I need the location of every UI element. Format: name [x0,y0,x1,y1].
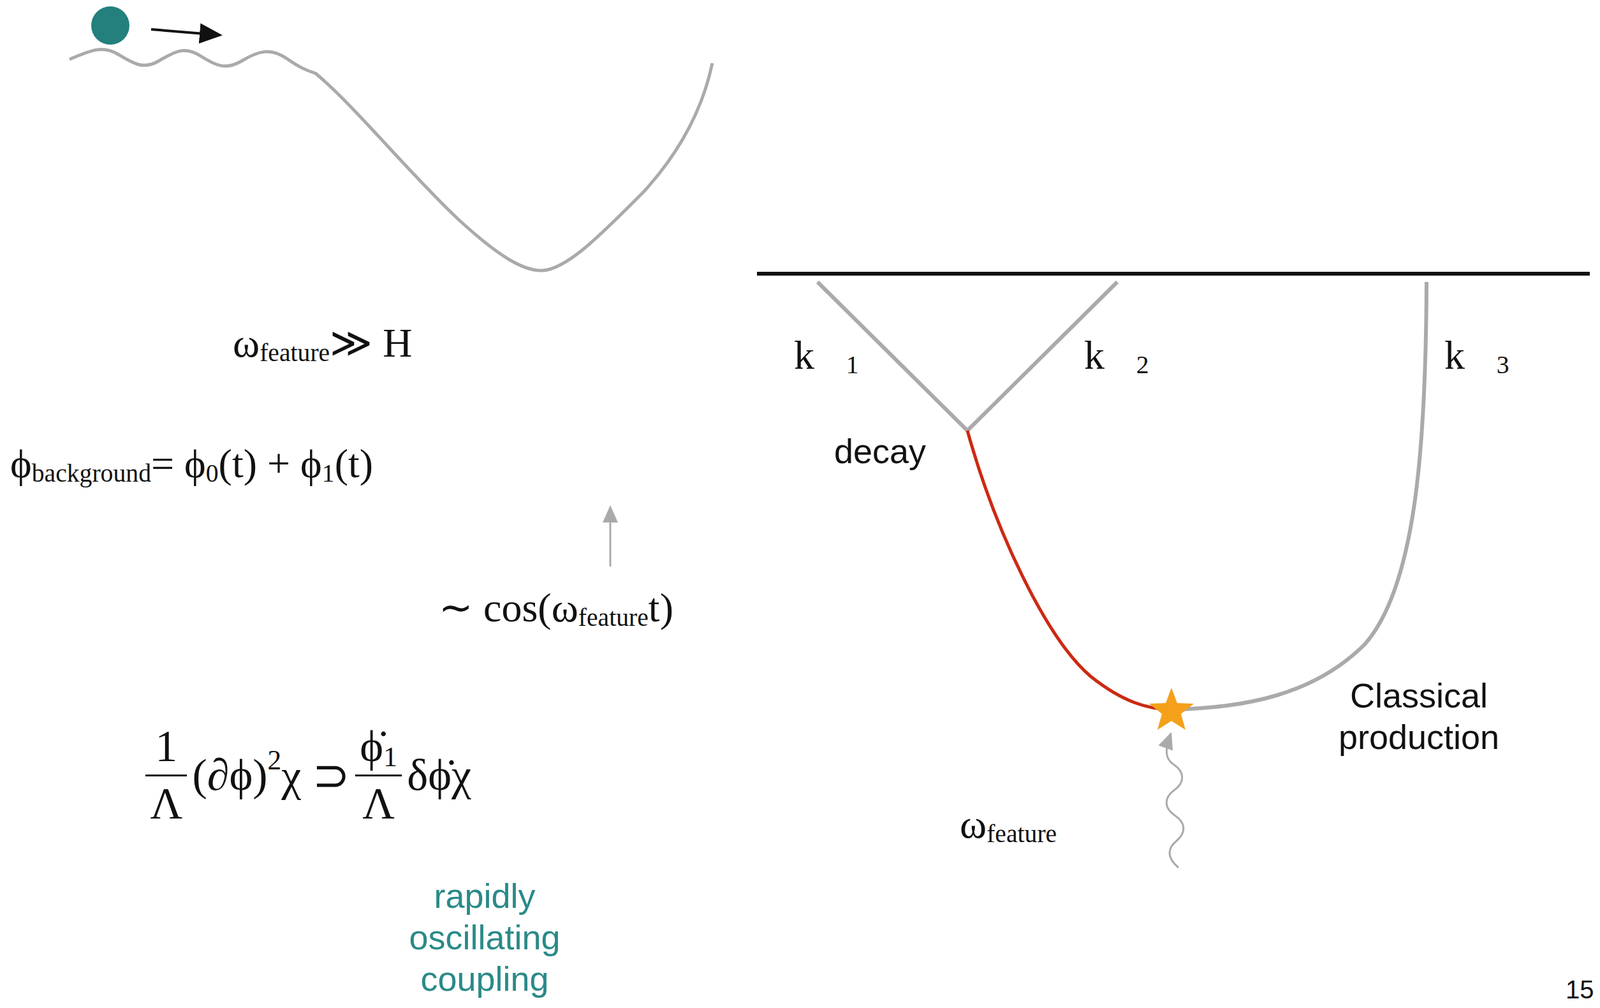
math-symbol: 2 [1136,350,1150,380]
motion-arrow [151,29,221,36]
math-symbol: k⃗ [1444,331,1497,379]
math-symbol: feature [578,602,649,632]
note-text: rapidly oscillating coupling [363,874,606,999]
equation: 1Λ(∂ϕ)2χ ⊃ϕ̇1Λδϕ̇χ [140,720,472,830]
equation: ωfeature≫ H [232,318,412,367]
fraction: 1Λ [145,720,187,830]
vertex-label: Classical production [1291,674,1547,758]
math-symbol: ϕ̇ [359,720,384,772]
math-symbol: background [31,458,152,488]
math-symbol: t) [648,584,674,632]
math-symbol: ϕ [10,440,32,488]
math-symbol: χ ⊃ [281,748,351,801]
text-block: Classical production [1291,674,1547,758]
math-symbol: ω [959,800,987,848]
equation: k⃗3 [1444,331,1510,379]
math-symbol: = ϕ [151,440,206,488]
fraction: ϕ̇1Λ [355,720,402,830]
text-block: rapidly oscillating coupling [363,874,606,999]
math-symbol: feature [986,818,1057,849]
math-symbol: (t) + ϕ [218,440,323,488]
math-symbol: ≫ H [329,318,412,367]
math-symbol: Λ [362,777,395,830]
massive-propagator [967,430,1172,710]
propagator [1171,281,1427,710]
math-symbol: feature [259,337,330,368]
math-symbol: 3 [1496,350,1510,380]
vertex-label: decay [834,430,926,472]
ball [91,6,130,45]
math-symbol: 2 [267,743,282,776]
math-symbol: (∂ϕ) [192,749,268,801]
text-block: 15 [1565,973,1595,1005]
math-symbol: 0 [205,458,219,488]
pointer-arrow [609,506,612,567]
text-block: decay [834,430,926,472]
math-symbol: 1 [383,740,398,773]
math-symbol: k⃗ [1084,331,1137,379]
math-symbol: ∼ cos(ω [438,583,579,632]
boundary-line [756,271,1590,276]
math-symbol: ω [232,319,260,367]
math-symbol: 1 [846,350,859,380]
page-number: 15 [1565,973,1595,1005]
math-symbol: k⃗ [793,331,847,379]
vertex-star [1149,687,1194,730]
equation: k⃗1 [793,331,859,379]
equation: ϕbackground= ϕ0(t) + ϕ1(t) [10,440,374,488]
wavy-arrow [1166,733,1184,868]
equation: ωfeature [959,800,1057,848]
equation: ∼ cos(ωfeaturet) [438,583,674,632]
potential-curve [69,49,713,271]
math-symbol: δϕ̇χ [406,749,472,801]
math-symbol: Λ [149,777,183,830]
math-symbol: 1 [154,720,178,772]
equation: k⃗2 [1084,331,1150,379]
math-symbol: (t) [334,440,374,488]
math-symbol: 1 [322,458,335,488]
